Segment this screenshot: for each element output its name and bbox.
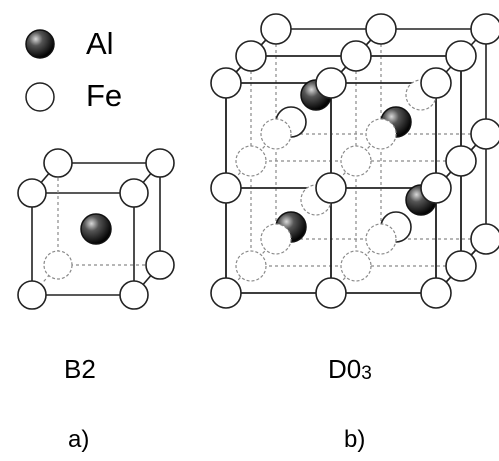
structure-label-b2: B2 bbox=[64, 354, 96, 384]
b2-fe-atom bbox=[145, 250, 175, 280]
d03-fe-atom-hidden bbox=[365, 118, 397, 150]
legend-label-al: Al bbox=[86, 26, 114, 61]
d03-fe-atom bbox=[420, 277, 452, 309]
d03-unit-cell bbox=[210, 13, 499, 309]
b2-unit-cell bbox=[17, 148, 175, 310]
d03-fe-atom-hidden bbox=[365, 223, 397, 255]
d03-fe-atom bbox=[420, 67, 452, 99]
d03-fe-atom bbox=[315, 67, 347, 99]
d03-fe-atom bbox=[315, 172, 347, 204]
b2-fe-atom bbox=[145, 148, 175, 178]
d03-fe-atom-hidden bbox=[340, 145, 372, 177]
d03-fe-atom bbox=[445, 250, 477, 282]
d03-fe-atom-hidden bbox=[260, 223, 292, 255]
d03-fe-atom bbox=[210, 172, 242, 204]
d03-fe-atom bbox=[445, 40, 477, 72]
structure-label-d03: D03 bbox=[328, 354, 372, 384]
d03-fe-atom-hidden bbox=[260, 118, 292, 150]
b2-fe-atom bbox=[17, 280, 47, 310]
d03-fe-atom bbox=[210, 67, 242, 99]
d03-fe-atom-hidden bbox=[235, 145, 267, 177]
d03-fe-atom bbox=[340, 40, 372, 72]
d03-fe-atom bbox=[445, 145, 477, 177]
d03-fe-atom bbox=[420, 172, 452, 204]
d03-fe-atom-hidden bbox=[340, 250, 372, 282]
fe-atom-icon bbox=[25, 82, 55, 112]
structure-label-d03-subscript: 3 bbox=[361, 363, 372, 384]
d03-fe-atom bbox=[260, 13, 292, 45]
panel-label-a: a) bbox=[68, 426, 90, 453]
d03-fe-atom-hidden bbox=[235, 250, 267, 282]
d03-fe-atom bbox=[315, 277, 347, 309]
panel-label-b: b) bbox=[344, 426, 366, 453]
legend-label-fe: Fe bbox=[86, 78, 123, 113]
d03-fe-atom bbox=[470, 13, 499, 45]
d03-fe-atom bbox=[210, 277, 242, 309]
d03-fe-atom bbox=[470, 118, 499, 150]
d03-fe-atom bbox=[365, 13, 397, 45]
b2-fe-atom bbox=[43, 148, 73, 178]
b2-al-atom bbox=[80, 213, 112, 245]
b2-fe-atom bbox=[119, 280, 149, 310]
d03-fe-atom bbox=[470, 223, 499, 255]
d03-fe-atom bbox=[235, 40, 267, 72]
b2-fe-atom-hidden bbox=[43, 250, 73, 280]
b2-fe-atom bbox=[17, 178, 47, 208]
b2-fe-atom bbox=[119, 178, 149, 208]
al-atom-icon bbox=[25, 29, 55, 59]
